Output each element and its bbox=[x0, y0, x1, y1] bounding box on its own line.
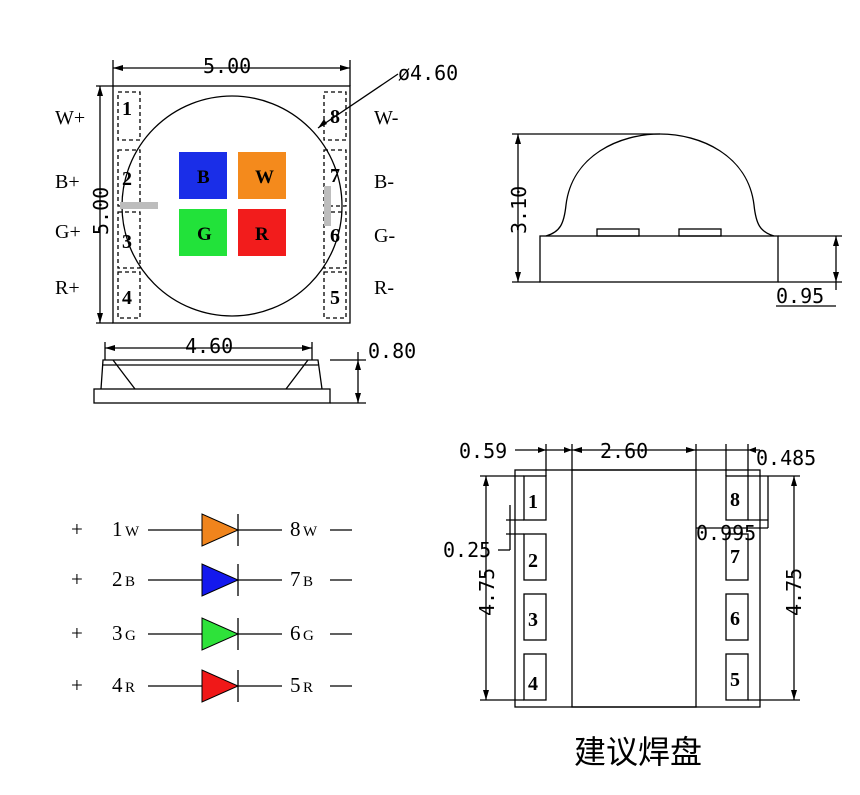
chip-label: W bbox=[255, 167, 274, 188]
pad-outline bbox=[117, 149, 141, 207]
side-view: 4.60 0.80 bbox=[93, 334, 416, 404]
profile-view: 3.10 0.95 bbox=[507, 133, 842, 308]
circuit-schematic: + 1 W 8 W + 2 B 7 B + 3 G bbox=[71, 513, 352, 703]
schematic-row: + 2 B 7 B bbox=[71, 563, 352, 597]
pad-number: 2 bbox=[528, 550, 538, 572]
pin-function-label: W+ bbox=[55, 107, 85, 129]
dimension-label: 0.59 bbox=[459, 439, 507, 463]
dimension-label: 0.80 bbox=[368, 339, 416, 363]
schematic-pin-number: 7 bbox=[290, 567, 301, 591]
package-outline bbox=[112, 85, 351, 324]
dimension-label: 5.00 bbox=[203, 54, 251, 78]
diode-triangle bbox=[201, 669, 240, 703]
dimension-label: 4.75 bbox=[782, 568, 806, 616]
schematic-pin-number: 2 bbox=[112, 567, 123, 591]
pin-function-label: B- bbox=[374, 171, 394, 193]
diode-triangle bbox=[201, 617, 240, 651]
pad-number: 7 bbox=[730, 546, 740, 568]
schematic-color-code: R bbox=[303, 680, 313, 696]
pad-outline-frame bbox=[514, 469, 761, 708]
schematic-row: + 4 R 5 R bbox=[71, 669, 352, 703]
pad-number: 6 bbox=[730, 608, 740, 630]
wire-tab bbox=[120, 202, 158, 209]
diode-triangle bbox=[201, 513, 240, 547]
chip-white bbox=[238, 152, 286, 199]
schematic-row: + 3 G 6 G bbox=[71, 617, 352, 651]
wire-tab bbox=[324, 186, 331, 226]
schematic-row: + 1 W 8 W bbox=[71, 513, 352, 547]
pad-number: 4 bbox=[528, 673, 538, 695]
schematic-color-code: G bbox=[125, 628, 136, 644]
pin-function-label: R- bbox=[374, 277, 394, 299]
dimension-label: 0.485 bbox=[756, 446, 816, 470]
pad-outline bbox=[117, 91, 141, 141]
chip-blue bbox=[179, 152, 227, 199]
pad-layout: 1 2 3 4 8 7 6 5 0.59 2.60 0.485 0.995 0.… bbox=[443, 439, 816, 771]
diode-triangle bbox=[201, 563, 240, 597]
pin-function-label: G- bbox=[374, 225, 395, 247]
dimension-label: 4.60 bbox=[185, 334, 233, 358]
pin-number: 4 bbox=[122, 287, 132, 309]
top-view: 1 2 3 4 8 7 6 5 B W G R W+ B+ G+ R+ W- B… bbox=[55, 54, 458, 324]
schematic-color-code: B bbox=[125, 574, 135, 590]
pin-function-label: B+ bbox=[55, 171, 80, 193]
pad-number: 1 bbox=[528, 491, 538, 513]
pad-layout-caption: 建议焊盘 bbox=[574, 733, 702, 771]
schematic-pin-number: 4 bbox=[112, 673, 123, 697]
pad-number: 8 bbox=[730, 489, 740, 511]
schematic-pin-number: 5 bbox=[290, 673, 301, 697]
dimension-label: 5.00 bbox=[89, 187, 113, 235]
pin-function-label: W- bbox=[374, 107, 398, 129]
schematic-pin-number: 3 bbox=[112, 621, 123, 645]
pin-number: 7 bbox=[330, 165, 340, 187]
svg-text:+: + bbox=[71, 567, 83, 591]
pad-number: 3 bbox=[528, 609, 538, 631]
chip-label: B bbox=[197, 167, 210, 188]
pad-outline bbox=[323, 271, 347, 319]
chip-label: R bbox=[255, 224, 269, 245]
dimension-label: 0.95 bbox=[776, 284, 824, 308]
dimension-label: 0.25 bbox=[443, 538, 491, 562]
chip-green bbox=[179, 209, 227, 256]
pad-outline bbox=[323, 211, 347, 269]
svg-text:+: + bbox=[71, 517, 83, 541]
svg-text:+: + bbox=[71, 673, 83, 697]
pad-outline bbox=[323, 149, 347, 207]
thermal-pad bbox=[571, 469, 697, 708]
dimension-label: 2.60 bbox=[600, 439, 648, 463]
dimension-label: 3.10 bbox=[507, 186, 531, 234]
schematic-color-code: B bbox=[303, 574, 313, 590]
pin-number: 1 bbox=[122, 98, 132, 120]
pin-number: 3 bbox=[122, 231, 132, 253]
pin-function-label: G+ bbox=[55, 221, 81, 243]
schematic-pin-number: 8 bbox=[290, 517, 301, 541]
pin-number: 2 bbox=[122, 168, 132, 190]
pin-number: 5 bbox=[330, 287, 340, 309]
schematic-pin-number: 1 bbox=[112, 517, 123, 541]
pin-function-label: R+ bbox=[55, 277, 80, 299]
schematic-color-code: W bbox=[125, 524, 140, 540]
pad-outline bbox=[323, 91, 347, 141]
pin-number: 6 bbox=[330, 225, 340, 247]
chip-red bbox=[238, 209, 286, 256]
schematic-color-code: R bbox=[125, 680, 135, 696]
chip-label: G bbox=[197, 224, 212, 245]
schematic-color-code: W bbox=[303, 524, 318, 540]
svg-text:+: + bbox=[71, 621, 83, 645]
dimension-label: 0.995 bbox=[696, 521, 756, 545]
pad-outline bbox=[117, 271, 141, 319]
schematic-color-code: G bbox=[303, 628, 314, 644]
dimension-label: ø4.60 bbox=[398, 61, 458, 85]
pad-number: 5 bbox=[730, 669, 740, 691]
schematic-pin-number: 6 bbox=[290, 621, 301, 645]
pad-outline bbox=[117, 211, 141, 269]
dimension-label: 4.75 bbox=[475, 568, 499, 616]
